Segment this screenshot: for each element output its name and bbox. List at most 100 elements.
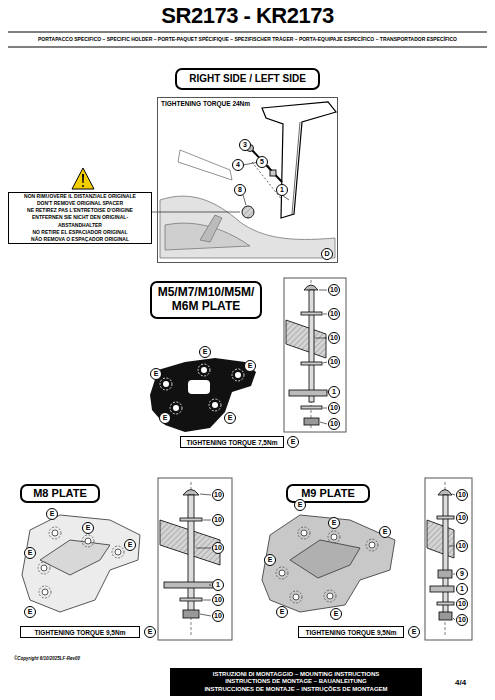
rack-arm-part — [262, 102, 336, 218]
plate-m8-part-part — [82, 535, 94, 547]
detail-frames — [158, 278, 472, 640]
warning-box: NON RIMUOVERE IL DISTANZIALE ORIGINALEDO… — [8, 192, 152, 244]
detail-m9 — [427, 482, 455, 636]
callout-number: 9 — [456, 568, 468, 580]
callout-number: E — [294, 499, 306, 511]
warning-triangle-part — [82, 174, 84, 183]
callout-number: 1 — [276, 184, 288, 196]
rules-part — [8, 32, 487, 33]
plate-m9-part — [279, 530, 375, 600]
detail-m8-part-part — [203, 520, 211, 521]
plate-m8-part — [38, 527, 124, 598]
leader-lines — [152, 148, 289, 212]
detail-m9-part — [439, 612, 452, 620]
bolt-assembly — [242, 145, 282, 219]
detail-m5-part — [315, 290, 328, 424]
box-text: RIGHT SIDE / LEFT SIDE — [189, 73, 306, 85]
page-title: SR2173 - KR2173 — [0, 3, 495, 29]
detail-m9-part — [443, 495, 448, 617]
callout-number: 8 — [234, 184, 246, 196]
detail-m9-part — [437, 602, 454, 605]
detail-m5-part — [301, 406, 322, 409]
callout-number: E — [124, 539, 136, 551]
plate-m9-part — [290, 540, 360, 578]
plate-black-part-part — [209, 399, 221, 411]
detail-m5-part — [286, 320, 326, 358]
detail-m5-part-part — [323, 362, 327, 363]
vehicle-tail-part — [200, 215, 222, 242]
leader-lines-part — [152, 212, 240, 213]
callout-number: E — [328, 517, 340, 529]
detail-frames-part — [284, 278, 346, 432]
torque-box: TIGHTENING TORQUE 9,5Nm — [298, 626, 404, 638]
callout-number: E — [24, 606, 36, 618]
callout-number: E — [24, 547, 36, 559]
detail-m8-part — [164, 582, 214, 588]
detail-m9-part — [437, 516, 454, 519]
rack-arm — [262, 102, 336, 218]
plate-m9-part — [262, 515, 395, 612]
box-text: NÃO REMOVA O ESPAÇADOR ORIGINAL — [31, 236, 129, 243]
rules-part — [8, 47, 487, 48]
box-text: DON'T REMOVE ORIGINAL SPACER — [37, 200, 123, 207]
plate-m9-part-part — [366, 539, 378, 551]
detail-m8-part — [196, 494, 211, 616]
leader-lines-part — [268, 165, 272, 171]
plate-m8-part-part — [42, 589, 48, 595]
callout-number: 10 — [456, 512, 468, 524]
plate-m9-part-part — [290, 591, 302, 603]
detail-m5-part — [301, 312, 322, 315]
callout-number: 10 — [328, 418, 340, 430]
callout-number: E — [287, 436, 299, 448]
plate-m8-part-part — [49, 527, 61, 539]
plate-black-part — [150, 358, 256, 432]
illustration-frame: TIGHTENING TORQUE 24Nm — [157, 97, 338, 263]
plate-m9-part — [276, 527, 378, 603]
plate-m8-part-part — [112, 546, 124, 558]
plate-m9 — [262, 515, 395, 612]
callout-number: 5 — [256, 156, 268, 168]
callout-number: E — [46, 508, 58, 520]
callout-number: 10 — [328, 332, 340, 344]
detail-m8-part — [180, 598, 202, 601]
callout-number: 10 — [456, 540, 468, 552]
detail-m8-part-part — [196, 548, 211, 549]
detail-m9-part-part — [453, 574, 455, 575]
callout-number: E — [330, 608, 342, 620]
plate-m8-part — [41, 530, 121, 595]
rack-arm-part — [292, 122, 300, 214]
plate-black-part-part — [173, 405, 179, 411]
plate-m8-part-part — [39, 586, 51, 598]
detail-m5-part — [289, 390, 327, 396]
plate-black-part-part — [163, 381, 169, 387]
plate-black-part-part — [235, 372, 241, 378]
bolt-assembly-part — [242, 206, 254, 218]
plate-m9-part-part — [301, 530, 307, 536]
callout-number: 1 — [212, 579, 224, 591]
box-text: ISTRUZIONI DI MONTAGGIO – MOUNTING INSTR… — [213, 671, 380, 679]
plate-m8-part-part — [41, 565, 47, 571]
leader-lines-part — [243, 195, 246, 205]
section-header: M8 PLATE — [20, 484, 100, 503]
plate-m9-part-part — [324, 590, 336, 602]
callout-number: 10 — [212, 514, 224, 526]
callout-number: 10 — [456, 489, 468, 501]
warning-triangle-part — [82, 185, 84, 187]
plate-m9-part-part — [276, 567, 288, 579]
callout-number: E — [82, 522, 94, 534]
detail-m9-part-part — [452, 494, 455, 495]
callout-number: E — [159, 412, 171, 424]
callout-number: 10 — [328, 402, 340, 414]
detail-m5-part-part — [315, 338, 327, 339]
detail-m5-part-part — [319, 290, 327, 291]
callout-number: 4 — [232, 159, 244, 171]
plate-m8-part — [22, 515, 140, 612]
vehicle-tail — [160, 150, 335, 258]
callout-number: E — [276, 606, 288, 618]
plate-black-part-part — [201, 367, 207, 373]
callout-number: 10 — [328, 308, 340, 320]
section-header: RIGHT SIDE / LEFT SIDE — [175, 68, 320, 90]
subtitle: PORTAPACCO SPECIFICO – SPECIFIC HOLDER –… — [0, 36, 495, 42]
detail-m5-part-part — [323, 408, 327, 409]
bolt-assembly-part — [252, 150, 282, 182]
